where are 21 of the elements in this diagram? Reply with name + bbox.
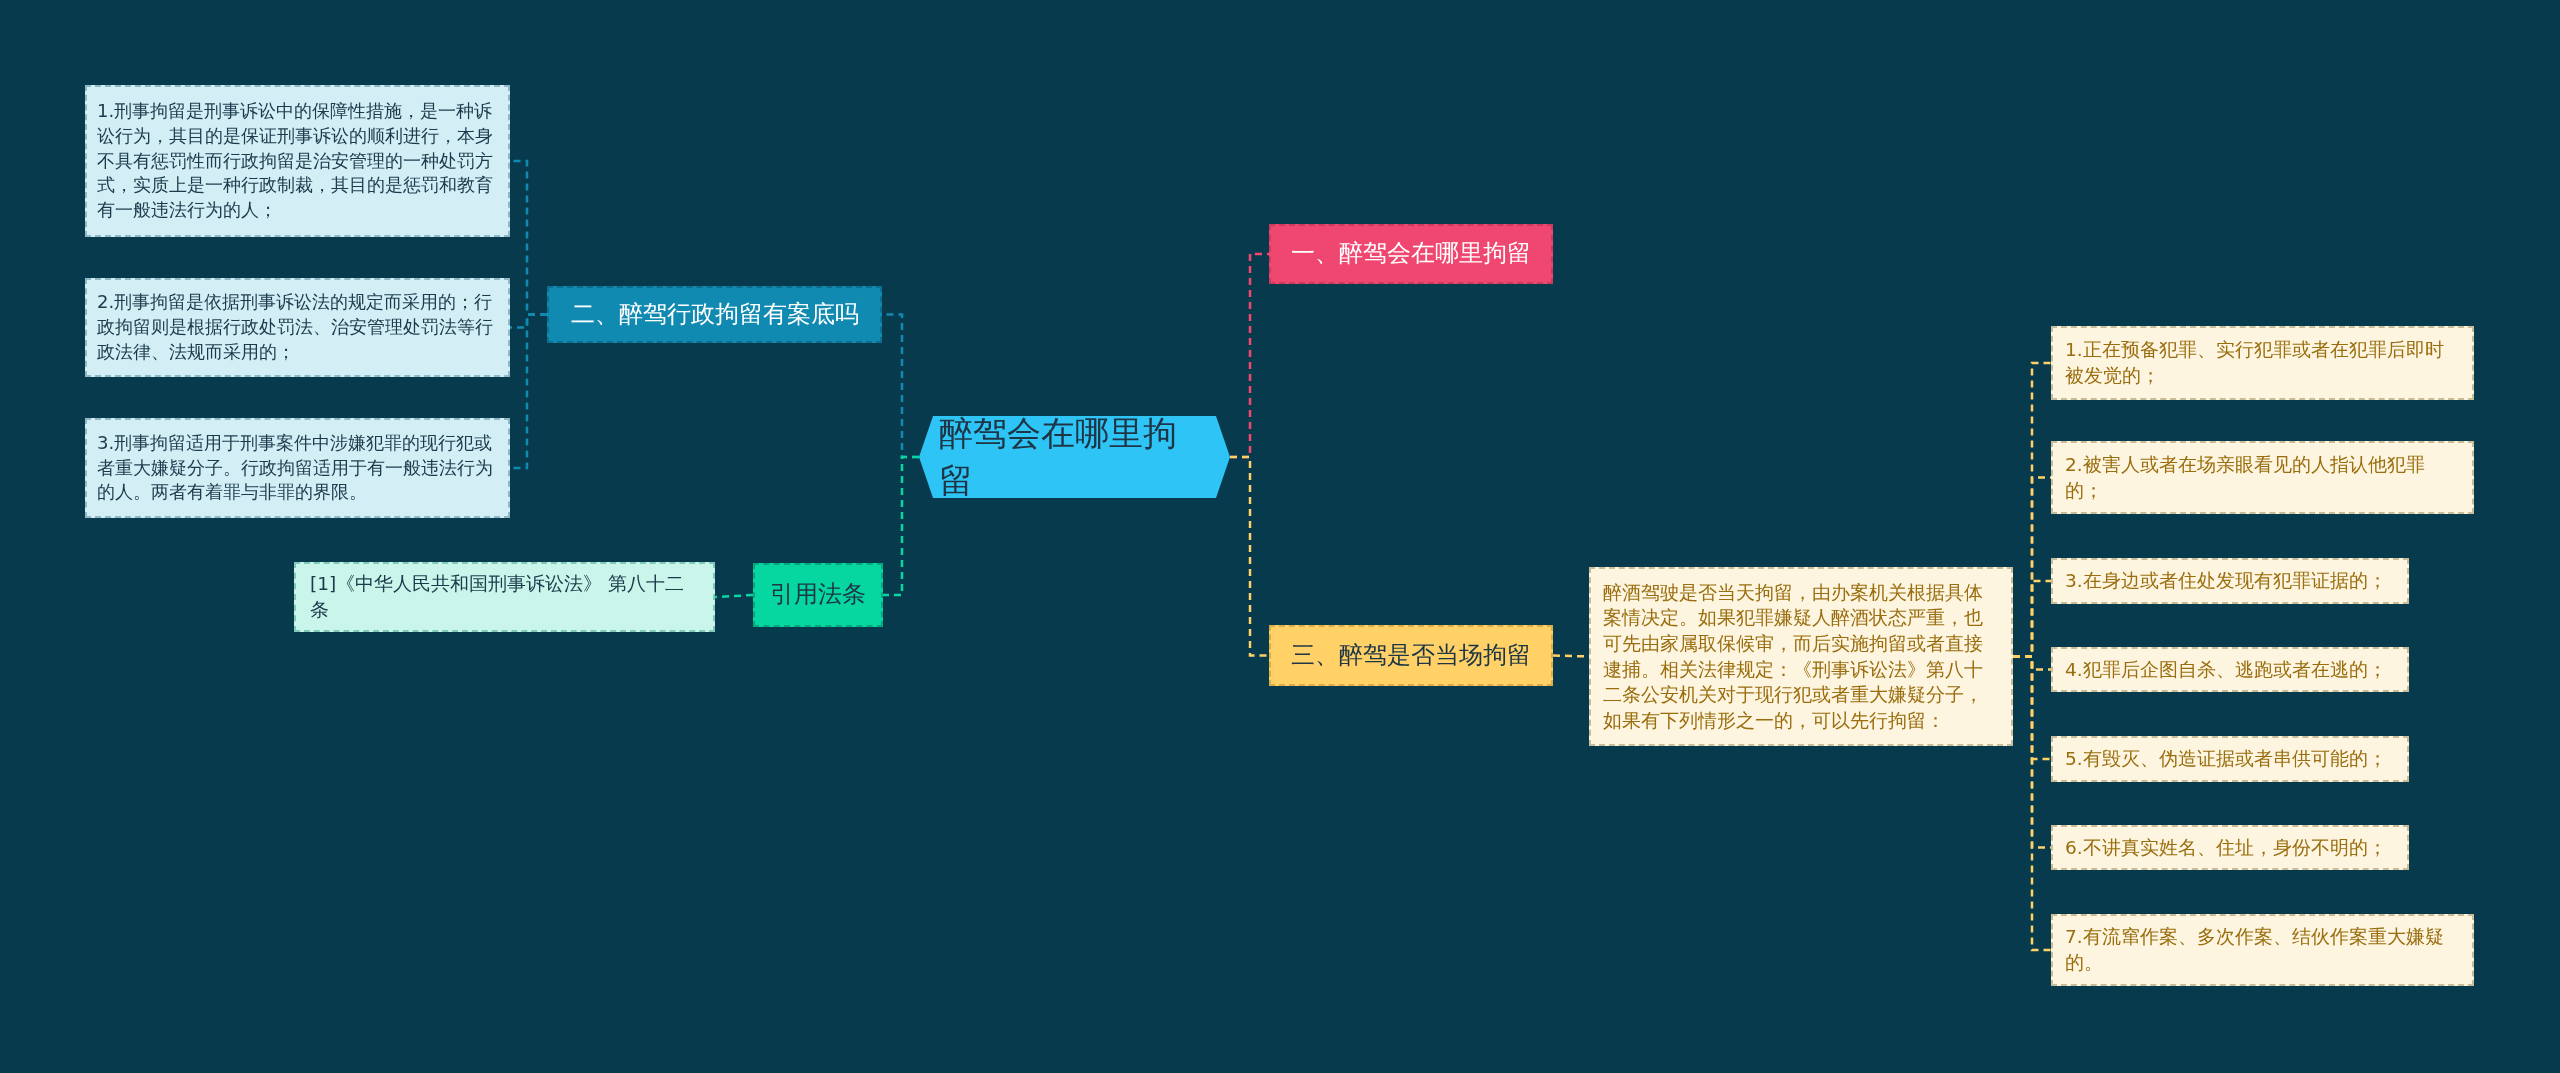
connector-line [2013, 655, 2051, 952]
topic-box: 三、醉驾是否当场拘留 [1269, 625, 1553, 686]
note-box: 3.在身边或者住处发现有犯罪证据的； [2051, 558, 2409, 604]
note-box: 4.犯罪后企图自杀、逃跑或者在逃的； [2051, 647, 2409, 692]
note-box: 6.不讲真实姓名、住址，身份不明的； [2051, 825, 2409, 870]
note-box: 3.刑事拘留适用于刑事案件中涉嫌犯罪的现行犯或者重大嫌疑分子。行政拘留适用于有一般违法行为的人。两者有着罪与非罪的界限。 [85, 418, 510, 518]
note-box: 2.刑事拘留是依据刑事诉讼法的规定而采用的；行政拘留则是根据行政处罚法、治安管理处罚法等行政法律、法规而采用的； [85, 278, 510, 377]
central-topic: 醉驾会在哪里拘留 [919, 416, 1230, 498]
note-box: 1.刑事拘留是刑事诉讼中的保障性措施，是一种诉讼行为，其目的是保证刑事诉讼的顺利进行，本身不具有惩罚性而行政拘留是治安管理的一种处罚方式，实质上是一种行政制裁，其目的是惩罚和教育有一般违法行为的人； [85, 85, 510, 237]
note-box: 1.正在预备犯罪、实行犯罪或者在犯罪后即时被发觉的； [2051, 326, 2474, 400]
connector-line [714, 593, 754, 599]
connector-line [883, 455, 919, 597]
topic-box: 引用法条 [753, 563, 883, 627]
topic-box: 一、醉驾会在哪里拘留 [1269, 224, 1553, 284]
note-box: [1]《中华人民共和国刑事诉讼法》 第八十二条 [294, 562, 715, 632]
connector-line [1230, 455, 1269, 657]
topic-box: 二、醉驾行政拘留有案底吗 [547, 286, 882, 343]
note-box: 7.有流窜作案、多次作案、结伙作案重大嫌疑的。 [2051, 914, 2474, 986]
note-box: 5.有毁灭、伪造证据或者串供可能的； [2051, 736, 2409, 782]
note-box: 2.被害人或者在场亲眼看见的人指认他犯罪的； [2051, 441, 2474, 514]
note-box: 醉酒驾驶是否当天拘留，由办案机关根据具体案情决定。如果犯罪嫌疑人醉酒状态严重，也可先由家属取保候审，而后实施拘留或者直接逮捕。相关法律规定：《刑事诉讼法》第八十二条公安机关对于现行犯或者重大嫌疑分子，如果有下列情形之一的，可以先行拘留： [1589, 567, 2013, 746]
